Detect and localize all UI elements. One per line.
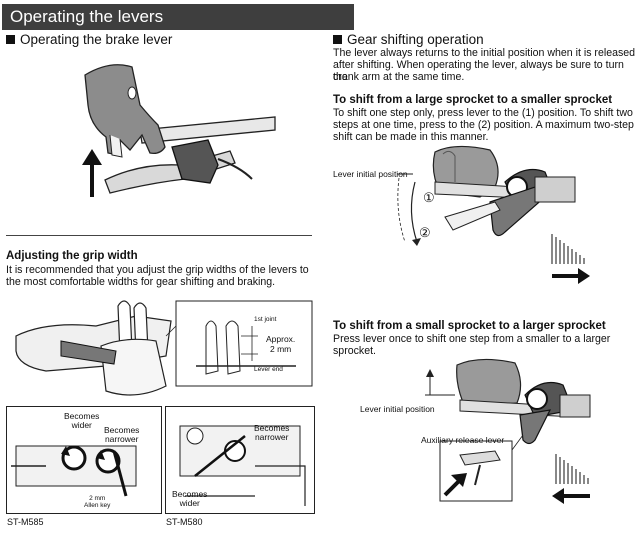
- large-to-small-line3: shift can be made in this manner.: [333, 131, 489, 143]
- m580-wider-line1: Becomes: [172, 489, 208, 499]
- grip-width-heading: Adjusting the grip width: [6, 250, 138, 262]
- sprocket-graphic-downshift: [552, 454, 590, 504]
- small-to-large-heading: To shift from a small sprocket to a larg…: [333, 320, 606, 332]
- small-to-large-line2: sprocket.: [333, 345, 376, 357]
- lever-end-label: Lever end: [254, 366, 283, 373]
- allen-key-text: Allen key: [84, 502, 111, 509]
- small-to-large-line1: Press lever once to shift one step from …: [333, 333, 611, 345]
- position-1-marker: ①: [423, 190, 435, 205]
- large-to-small-illustration: [397, 145, 576, 246]
- approx-label: Approx.: [266, 334, 296, 344]
- m585-wider-line1: Becomes: [64, 411, 100, 421]
- gear-shifting-heading: Gear shifting operation: [333, 32, 484, 47]
- approx-distance-label: 2 mm: [270, 344, 292, 354]
- section-title-banner: Operating the levers: [2, 4, 354, 30]
- m585-narrower-line1: Becomes: [104, 425, 140, 435]
- m580-wider-line2: wider: [179, 498, 200, 508]
- auxiliary-release-lever-label: Auxiliary release lever: [421, 435, 505, 445]
- square-bullet-icon: [6, 35, 15, 44]
- square-bullet-icon: [333, 35, 342, 44]
- gear-intro-line3: crank arm at the same time.: [333, 71, 465, 83]
- m580-narrower-line1: Becomes: [254, 423, 290, 433]
- brake-lever-illustration: [82, 64, 276, 197]
- lever-initial-position-label-1: Lever initial position: [333, 169, 408, 179]
- model-st-m585: ST-M585: [7, 517, 44, 527]
- lever-initial-position-label-2: Lever initial position: [360, 404, 435, 414]
- large-to-small-line1: To shift one step only, press lever to t…: [333, 107, 633, 119]
- grip-width-text-line2: the most comfortable widths for gear shi…: [6, 276, 276, 288]
- allen-key-size: 2 mm: [89, 495, 106, 502]
- brake-lever-heading-text: Operating the brake lever: [20, 32, 173, 47]
- grip-width-illustration: [15, 300, 313, 396]
- st-m580-illustration: [165, 406, 315, 514]
- large-to-small-heading: To shift from a large sprocket to a smal…: [333, 94, 613, 106]
- position-2-marker: ②: [419, 225, 431, 240]
- small-to-large-illustration: [425, 358, 591, 502]
- large-to-small-line2: steps at one time, press to the (2) posi…: [333, 119, 634, 131]
- gear-shifting-heading-text: Gear shifting operation: [347, 32, 484, 47]
- gear-intro-line2: after shifting. When operating the lever…: [333, 59, 624, 84]
- sprocket-graphic-upshift: [551, 234, 590, 284]
- model-st-m580: ST-M580: [166, 517, 203, 527]
- grip-width-text-line1: It is recommended that you adjust the gr…: [6, 264, 309, 276]
- m580-narrower-line2: narrower: [254, 432, 289, 442]
- m585-narrower-line2: narrower: [104, 434, 139, 444]
- first-joint-label: 1st joint: [254, 316, 277, 323]
- m585-wider-line2: wider: [71, 420, 92, 430]
- gear-intro-line1: The lever always returns to the initial …: [333, 47, 636, 59]
- st-m585-illustration: [6, 406, 162, 514]
- section-divider: [6, 235, 312, 236]
- brake-lever-heading: Operating the brake lever: [6, 32, 172, 47]
